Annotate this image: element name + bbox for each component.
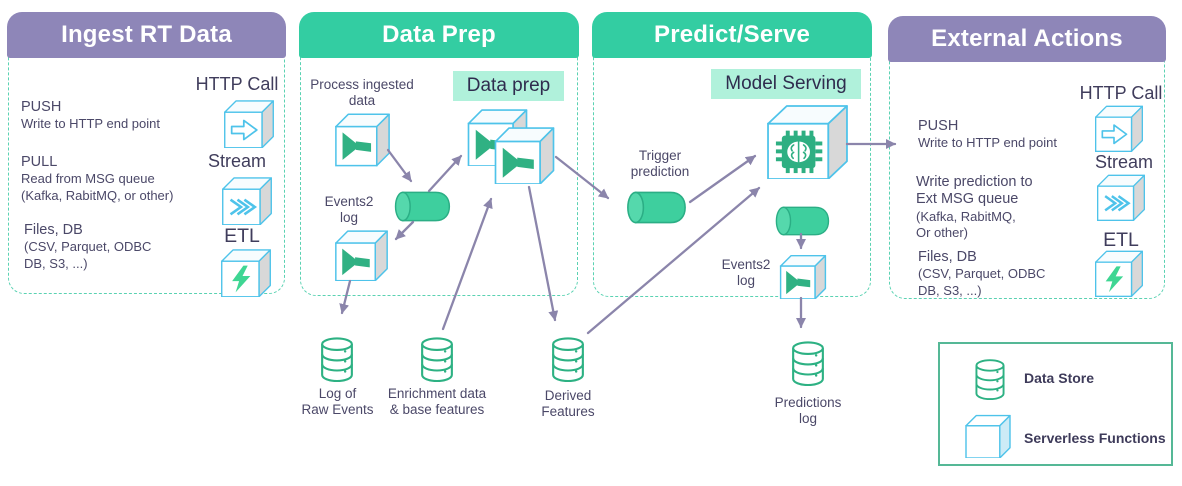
queue-cylinder-icon (394, 191, 451, 222)
ingest-files-block: Files, DB (CSV, Parquet, ODBC DB, S3, ..… (24, 222, 151, 272)
external-http-cube-icon (1095, 105, 1143, 152)
legend-serverless-cube-icon (965, 414, 1011, 458)
external-push-block: PUSH Write to HTTP end point (918, 118, 1057, 152)
model-serving-highlight: Model Serving (711, 69, 861, 99)
ingest-files-desc: (CSV, Parquet, ODBC DB, S3, ...) (24, 239, 152, 271)
panel-data-prep-header: Data Prep (299, 12, 579, 59)
external-write-block: Write prediction to Ext MSG queue (Kafka… (916, 174, 1033, 241)
external-etl-cube-icon (1095, 250, 1143, 297)
predict-events-log-label: Events2 log (721, 257, 771, 289)
function-cube-front-icon (494, 127, 555, 184)
panel-external-actions-title: External Actions (931, 25, 1123, 53)
enrichment-store-icon (421, 337, 453, 382)
predictions-store-icon (792, 341, 824, 386)
predictions-store-label: Predictions log (774, 395, 842, 427)
legend-serverless-label: Serverless Functions (1024, 430, 1166, 446)
legend-box: Data Store Serverless Functions (938, 342, 1173, 466)
trigger-prediction-label: Trigger prediction (630, 148, 690, 180)
panel-predict-serve-header: Predict/Serve (592, 12, 872, 59)
model-serving-cube-icon (767, 105, 848, 179)
process-ingested-label: Process ingested data (310, 77, 414, 109)
derived-features-store-label: Derived Features (541, 388, 595, 420)
panel-ingest: Ingest RT Data PUSH Write to HTTP end po… (7, 12, 286, 297)
raw-events-store-label: Log of Raw Events (301, 386, 374, 418)
trigger-queue-cylinder-icon (627, 191, 686, 224)
legend-data-store-label: Data Store (1024, 370, 1095, 386)
ingest-push-block: PUSH Write to HTTP end point (21, 99, 160, 133)
external-write-title: Write prediction to Ext MSG queue (916, 174, 1033, 208)
brain-glyph (787, 141, 810, 163)
stream-cube-icon (222, 177, 272, 225)
external-write-desc: (Kafka, RabitMQ, Or other) (916, 208, 1016, 240)
process-function-cube-icon (335, 113, 390, 167)
ingest-push-title: PUSH (21, 99, 62, 115)
ingest-push-desc: Write to HTTP end point (21, 116, 160, 132)
ingest-pull-desc: Read from MSG queue (Kafka, RabitMQ, or … (21, 171, 174, 203)
panel-data-prep-title: Data Prep (382, 21, 496, 49)
external-files-desc: (CSV, Parquet, ODBC DB, S3, ...) (918, 266, 1046, 298)
external-files-block: Files, DB (CSV, Parquet, ODBC DB, S3, ..… (918, 249, 1045, 299)
ingest-stream-label: Stream (207, 151, 267, 171)
panel-predict-serve-title: Predict/Serve (653, 21, 811, 49)
data-prep-events-log-label: Events2 log (324, 194, 374, 226)
panel-ingest-title: Ingest RT Data (61, 21, 232, 49)
raw-events-store-icon (321, 337, 353, 382)
ingest-etl-label: ETL (224, 225, 260, 247)
external-stream-cube-icon (1097, 174, 1145, 221)
external-stream-label: Stream (1094, 152, 1154, 172)
external-push-title: PUSH (918, 118, 959, 134)
http-call-cube-icon (224, 100, 274, 148)
external-push-desc: Write to HTTP end point (918, 135, 1057, 151)
external-etl-label: ETL (1103, 229, 1139, 251)
external-files-title: Files, DB (918, 249, 977, 265)
external-http-call-label: HTTP Call (1079, 83, 1163, 103)
etl-cube-icon (221, 249, 271, 297)
panel-external-actions: External Actions HTTP Call PUSH Write to… (888, 16, 1166, 299)
ingest-pull-block: PULL Read from MSG queue (Kafka, RabitMQ… (21, 154, 173, 204)
predict-events-function-cube-icon (779, 254, 827, 299)
ingest-http-call-label: HTTP Call (195, 74, 279, 94)
panel-external-actions-header: External Actions (888, 16, 1166, 63)
ingest-files-title: Files, DB (24, 222, 83, 238)
events-log-function-cube-icon (335, 230, 388, 281)
predictions-queue-cylinder-icon (775, 206, 830, 236)
panel-data-prep: Data Prep Process ingested data Data pre… (299, 12, 579, 296)
enrichment-store-label: Enrichment data & base features (387, 386, 487, 418)
panel-predict-serve: Predict/Serve Model Serving (592, 12, 872, 299)
derived-features-store-icon (552, 337, 584, 382)
legend-data-store-icon (975, 359, 1005, 400)
funnel-glyph (342, 132, 372, 160)
data-prep-double-cube-icon (466, 108, 561, 188)
ingest-pull-title: PULL (21, 154, 58, 170)
data-prep-highlight: Data prep (453, 71, 564, 101)
panel-ingest-header: Ingest RT Data (7, 12, 286, 59)
